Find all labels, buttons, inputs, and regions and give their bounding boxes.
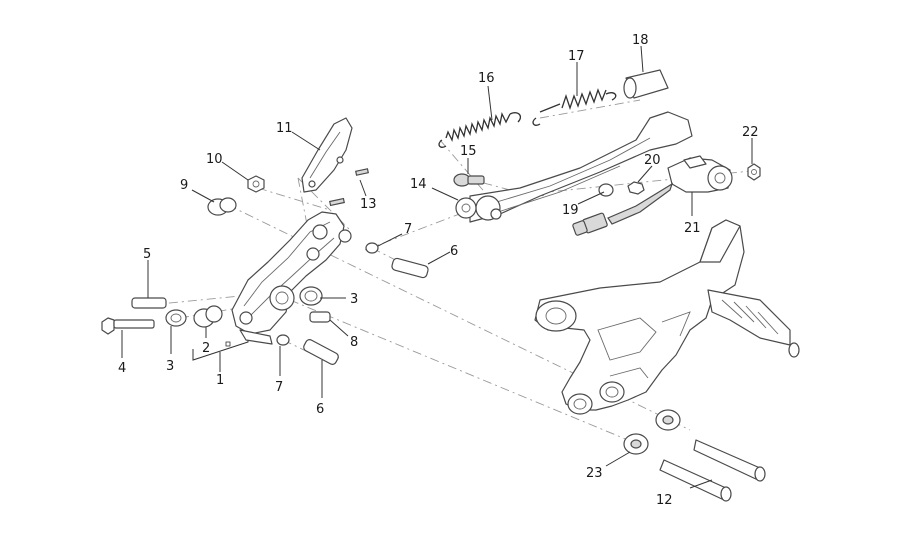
callout-12: 12 <box>656 493 673 508</box>
callout-23: 23 <box>586 466 603 481</box>
callout-10: 10 <box>206 152 223 167</box>
callout-16: 16 <box>478 71 495 86</box>
callout-1: 1 <box>216 373 224 388</box>
callout-6: 6 <box>450 244 458 259</box>
callout-18: 18 <box>632 33 649 48</box>
callout-22: 22 <box>742 125 759 140</box>
callout-9: 9 <box>180 178 188 193</box>
callout-3: 3 <box>166 359 174 374</box>
springs <box>438 69 669 148</box>
callout-7: 7 <box>275 380 283 395</box>
lower-hardware <box>623 409 766 502</box>
assembly-axis-lines <box>149 99 761 446</box>
callout-17: 17 <box>568 49 585 64</box>
callout-13: 13 <box>360 197 377 212</box>
callout-15: 15 <box>460 144 477 159</box>
callout-14: 14 <box>410 177 427 192</box>
guard-plate-11 <box>301 117 353 193</box>
callout-2: 2 <box>202 341 210 356</box>
side-stand-14 <box>453 111 693 223</box>
callout-4: 4 <box>118 361 126 376</box>
side-stand-switch-21 <box>572 155 733 236</box>
callout-19: 19 <box>562 203 579 218</box>
callout-8: 8 <box>350 335 358 350</box>
callout-11: 11 <box>276 121 293 136</box>
small-hardware <box>101 168 429 365</box>
linkage-plate <box>231 211 352 345</box>
callout-21: 21 <box>684 221 701 236</box>
callout-6: 6 <box>316 402 324 417</box>
callout-labels: 1 2 3 3 4 5 6 6 7 7 8 9 10 11 12 13 14 1… <box>118 33 759 508</box>
leader-lines <box>121 45 753 489</box>
callout-7: 7 <box>404 222 412 237</box>
callout-3: 3 <box>350 292 358 307</box>
footrest-bracket <box>534 219 800 415</box>
callout-5: 5 <box>143 247 151 262</box>
callout-20: 20 <box>644 153 661 168</box>
